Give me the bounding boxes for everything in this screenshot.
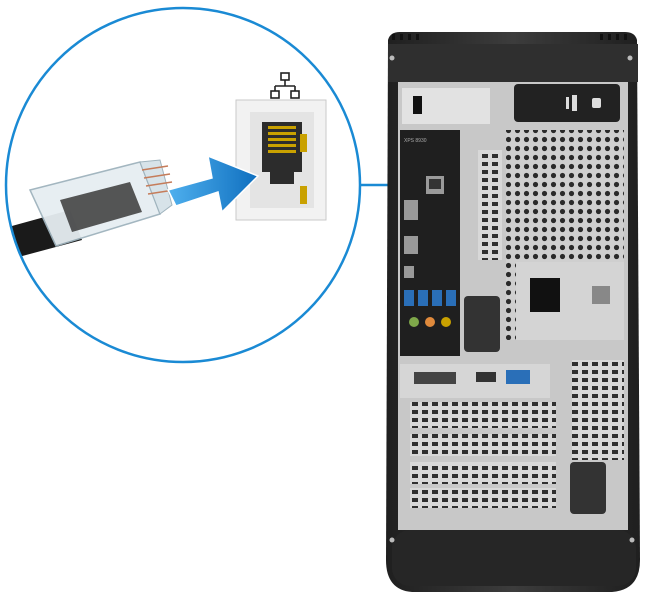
desktop-tower: XPS 8930 bbox=[386, 32, 640, 592]
zoom-callout bbox=[0, 8, 360, 362]
ethernet-port bbox=[236, 100, 326, 220]
tower-label: XPS 8930 bbox=[404, 138, 427, 144]
lock-icon bbox=[514, 84, 620, 122]
io-panel: XPS 8930 bbox=[400, 130, 460, 356]
